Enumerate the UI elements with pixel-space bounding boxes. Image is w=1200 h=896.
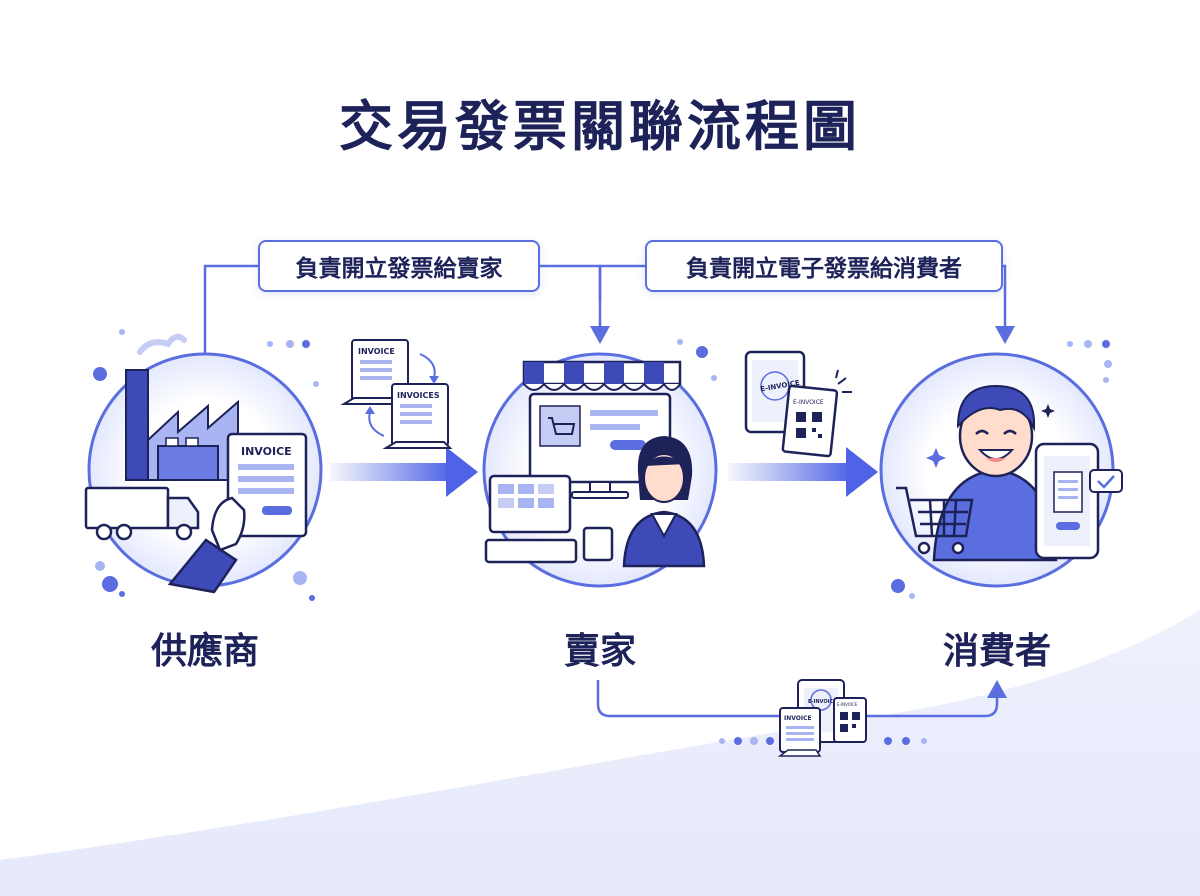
- einvoice-receipt-qr-icon: E-INVOICE: [781, 369, 852, 458]
- sparkle-icon-small: [1041, 404, 1055, 418]
- einvoice-receipt-label: E-INVOICE: [793, 399, 824, 406]
- supplier-illustration: INVOICE: [84, 333, 323, 594]
- factory-icon: [125, 369, 239, 481]
- decoration-dots-consumer: [891, 340, 1112, 599]
- decoration-dots-seller: [677, 339, 717, 381]
- page-title: 交易發票關聯流程圖: [339, 95, 861, 158]
- bottom-dots: [719, 737, 927, 745]
- cashier-person-icon: [622, 436, 706, 568]
- qr-code-icon: [796, 412, 822, 438]
- person-icon: [932, 384, 1058, 562]
- decoration-dots-supplier: [93, 329, 319, 601]
- monitor-icon: [528, 392, 672, 499]
- shop-awning-icon: [522, 360, 682, 391]
- sparkle-icon: [926, 448, 946, 468]
- background-wave: [0, 610, 1200, 896]
- invoice-factory-label: INVOICE: [241, 445, 292, 458]
- bottom-documents-icon: E-INVOICE INVOICE E-INVOICE: [777, 679, 867, 757]
- arrowhead-down-seller: [590, 326, 610, 344]
- smartphone-icon: [1034, 442, 1100, 560]
- node-label-consumer: 消費者: [942, 631, 1051, 672]
- invoice-exchange-icon: INVOICE INVOICES: [340, 339, 453, 449]
- bottom-einvoice-label: E-INVOICE: [808, 699, 837, 705]
- callout-supplier-to-seller: 負責開立發票給賣家: [258, 240, 540, 292]
- shopping-cart-icon: [896, 486, 974, 555]
- truck-icon: [84, 486, 200, 541]
- consumer-illustration: [879, 352, 1123, 588]
- qr-code-icon-small: [840, 712, 860, 732]
- check-message-icon: [1089, 469, 1123, 493]
- bottom-einvoice-small-label: E-INVOICE: [837, 702, 858, 707]
- invoice-flow-bottom-label: INVOICES: [397, 391, 440, 400]
- smoke-icon: [137, 333, 187, 355]
- arrowhead-up-consumer: [987, 680, 1007, 698]
- node-label-supplier: 供應商: [150, 631, 259, 672]
- arrowhead-down-consumer: [995, 326, 1015, 344]
- invoice-flow-top-label: INVOICE: [358, 347, 395, 356]
- seller-illustration: [482, 352, 718, 588]
- hand-icon: [167, 496, 246, 594]
- cart-icon: [548, 417, 576, 435]
- invoice-document-icon: INVOICE: [226, 432, 308, 538]
- node-label-seller: 賣家: [563, 631, 636, 672]
- pos-terminal-icon: [484, 474, 614, 564]
- callout-seller-to-consumer: 負責開立電子發票給消費者: [645, 240, 1003, 292]
- bottom-invoice-label: INVOICE: [784, 715, 812, 722]
- flow-arrow-supplier-seller: [330, 447, 478, 497]
- flow-arrow-seller-consumer: [728, 447, 878, 497]
